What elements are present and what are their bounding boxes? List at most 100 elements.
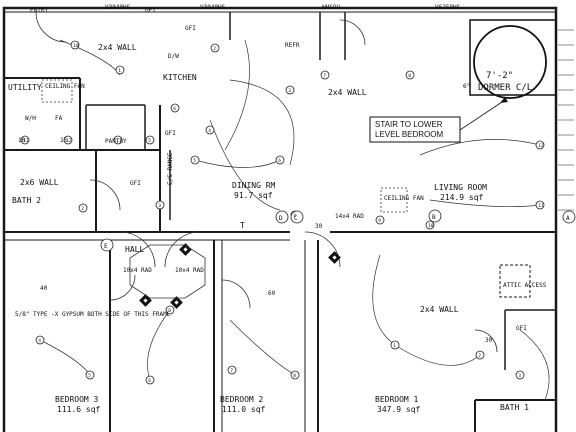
letter-markers	[100, 209, 576, 252]
circuit-number: 6	[148, 378, 151, 384]
circuit-number: 3	[288, 88, 291, 94]
circuit-number: 10	[428, 223, 434, 229]
vent-label: 10x4 RAD	[175, 267, 204, 274]
circuit-marker	[35, 335, 45, 345]
fixture-label: D/W	[168, 53, 179, 60]
room-label-bath2: BATH 2	[12, 196, 41, 205]
circuit-number: 5	[88, 373, 91, 379]
room-label-hall: HALL	[125, 245, 144, 254]
circuit-marker	[63, 135, 73, 145]
circuit-marker	[145, 135, 155, 145]
circuit-number: 6	[173, 106, 176, 112]
circuit-marker	[275, 155, 285, 165]
circuit-marker	[535, 140, 545, 150]
fixture-label: FA	[55, 115, 63, 122]
circuit-marker	[290, 370, 300, 380]
circuit-number: 1	[393, 343, 396, 349]
circuit-marker	[390, 340, 400, 350]
circuit-marker	[210, 43, 220, 53]
circuit-number: 7	[230, 368, 233, 374]
circuit-number: 4	[293, 213, 296, 219]
circuit-number: 1	[116, 138, 119, 144]
circuit-number: 11	[23, 138, 29, 144]
circuit-marker	[78, 203, 88, 213]
circuit-marker	[515, 370, 525, 380]
marker-d-label: D	[279, 215, 283, 222]
circuit-number: 12	[538, 143, 544, 149]
room-area-bedroom1: 347.9 sqf	[377, 405, 421, 414]
circuit-number: 8	[408, 73, 411, 79]
wall-label: 2x4 WALL	[98, 43, 137, 52]
circuit-marker	[170, 103, 180, 113]
circuit-number: 2	[478, 353, 481, 359]
fixture-label: CEILING FAN	[45, 83, 85, 90]
dimension-label: 6"	[463, 83, 470, 90]
marker-d	[275, 210, 289, 224]
marker-c-label: C	[294, 215, 298, 222]
marker-b-label: B	[432, 214, 436, 221]
circuit-number: 10	[73, 43, 79, 49]
circuit-marker	[20, 135, 30, 145]
marker-e-label: E	[104, 243, 108, 250]
circuit-marker	[227, 365, 237, 375]
window-label: V3040HS	[200, 4, 226, 11]
circuit-number: 9	[168, 308, 171, 314]
diamond-icon	[170, 296, 183, 309]
circuit-number: 6	[278, 158, 281, 164]
circuit-marker	[375, 215, 385, 225]
circuit-number: 2	[213, 46, 216, 52]
circuit-number: 8	[293, 373, 296, 379]
circuit-number: 7	[323, 73, 326, 79]
wall-label: 2x4 WALL	[328, 88, 367, 97]
room-area-bedroom3: 111.6 sqf	[57, 405, 101, 414]
room-area-bedroom2: 111.0 sqf	[222, 405, 266, 414]
circuit-marker	[85, 370, 95, 380]
vent-label: 14x4 RAD	[335, 213, 364, 220]
room-label-dining: DINING RM	[232, 181, 276, 190]
fixture-label: E/S RANGE	[167, 152, 174, 185]
marker-a	[562, 210, 576, 224]
room-label-bedroom2: BEDROOM 2	[220, 395, 264, 404]
circuit-number: 4	[208, 128, 211, 134]
circuit-marker	[145, 375, 155, 385]
dimension-label: 30	[485, 337, 493, 344]
circuit-number: 3	[518, 373, 521, 379]
room-label-utility: UTILITY	[8, 83, 42, 92]
fixture-label: GFI	[165, 130, 176, 137]
circuit-number: 2	[81, 206, 84, 212]
ceiling-fan-utility-box	[41, 79, 73, 103]
entry-label: ENTRY	[30, 7, 48, 14]
circuit-number: 9	[378, 218, 381, 224]
stair-note	[369, 97, 508, 143]
interior-walls	[4, 12, 557, 432]
diamond-icon	[179, 243, 192, 256]
room-label-bedroom3: BEDROOM 3	[55, 395, 99, 404]
room-area-dining: 91.7 sqf	[234, 191, 273, 200]
diamond-symbols	[139, 243, 341, 309]
circuit-marker	[155, 200, 165, 210]
circuit-number: 1	[118, 68, 121, 74]
marker-e	[100, 238, 114, 252]
circuit-number: 12	[66, 138, 72, 144]
window-label: V3040HS	[105, 4, 131, 11]
dimension-label: 40	[40, 285, 48, 292]
fixture-label: ATTIC ACCESS	[503, 282, 547, 289]
circuit-number: 11	[538, 203, 544, 209]
diamond-icon	[139, 294, 152, 307]
marker-t-label: T	[240, 221, 245, 230]
marker-a-label: A	[566, 215, 570, 222]
room-label-kitchen: KITCHEN	[163, 73, 197, 82]
circuit-marker	[205, 125, 215, 135]
circuit-marker	[285, 85, 295, 95]
circuit-marker	[405, 70, 415, 80]
circuit-marker	[320, 70, 330, 80]
circuit-marker	[535, 200, 545, 210]
room-label-pantry: PANTRY	[105, 138, 127, 145]
circuit-marker	[70, 40, 80, 50]
gfi-label: GFI	[145, 7, 156, 14]
room-label-bath1: BATH 1	[500, 403, 529, 412]
fixture-label: REFR	[285, 42, 300, 49]
wall-label: 2x6 WALL	[20, 178, 59, 187]
marker-c	[290, 210, 304, 224]
window-label: WHSOV	[322, 4, 340, 11]
